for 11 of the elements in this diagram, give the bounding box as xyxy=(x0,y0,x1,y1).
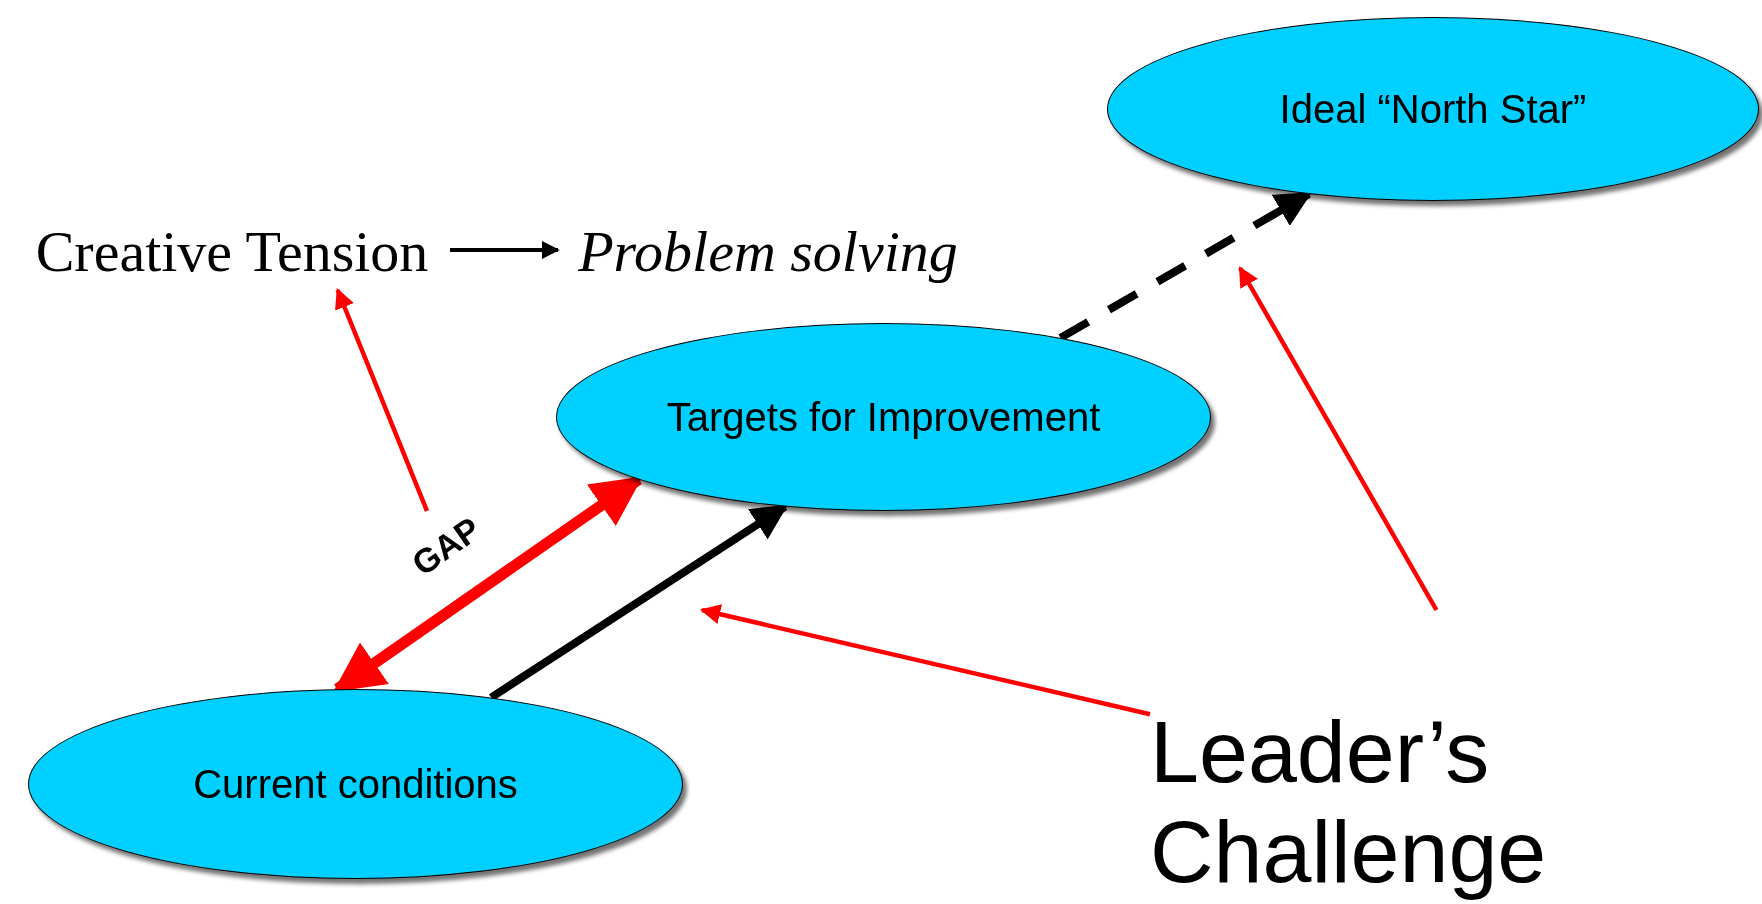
concept-text: Problem solving xyxy=(558,212,978,290)
arrow xyxy=(700,604,1151,717)
current-state-ellipse: Current conditions xyxy=(28,689,683,879)
concept-text: Creative Tension xyxy=(14,212,450,290)
goal-ellipse: Ideal “North Star” xyxy=(1107,17,1759,201)
target-ellipse: Targets for Improvement xyxy=(556,323,1211,511)
arrow xyxy=(1238,266,1439,612)
heading-text: Leader’s Challenge xyxy=(1150,610,1670,902)
arrow xyxy=(335,288,430,512)
arrow xyxy=(489,503,788,701)
arrow xyxy=(450,241,560,259)
